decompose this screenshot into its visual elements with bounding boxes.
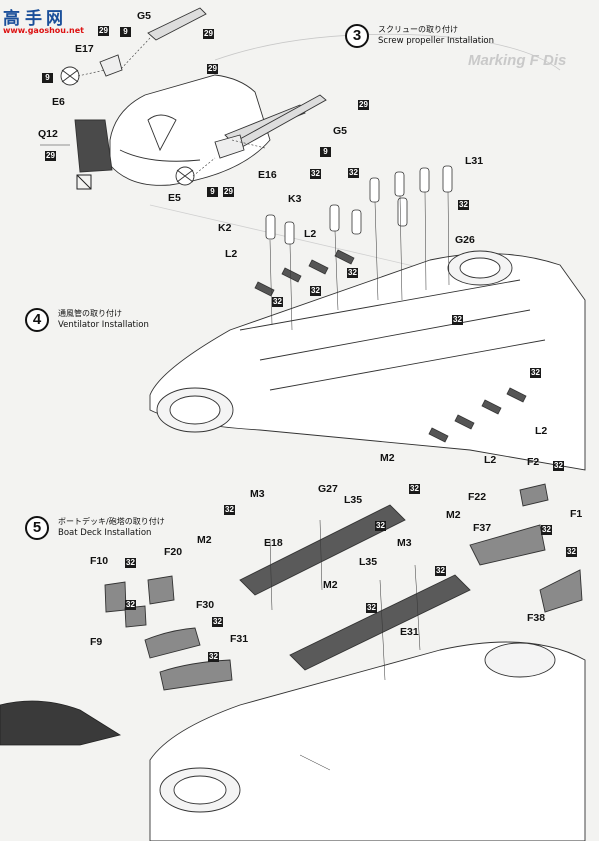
sprue-number-plate: 32 (435, 566, 446, 576)
part-label: F38 (527, 612, 546, 624)
logo-char: 高 (3, 9, 21, 29)
sprue-number-plate: 32 (541, 525, 552, 535)
part-label: E16 (258, 169, 277, 181)
sprue-number-plate: 32 (553, 461, 564, 471)
part-label: G27 (318, 483, 338, 495)
sprue-number-plate: 32 (212, 617, 223, 627)
step-3-number: 3 (345, 24, 369, 48)
part-label: K3 (288, 193, 302, 205)
sprue-number-plate: 29 (207, 64, 218, 74)
sprue-number-plate: 32 (310, 169, 321, 179)
logo-char: 网 (46, 9, 64, 29)
part-label: L35 (359, 556, 378, 568)
part-label: L2 (304, 228, 317, 240)
sprue-number-plate: 29 (223, 187, 234, 197)
boat-deck-assembly (104, 483, 586, 841)
sprue-number-plate: 32 (566, 547, 577, 557)
sprue-number-plate: 32 (366, 603, 377, 613)
part-label: F20 (164, 546, 183, 558)
sprue-number-plate: 29 (98, 26, 109, 36)
part-label: M2 (323, 579, 338, 591)
logo-char: 手 (25, 9, 43, 29)
step-4-title-en: Ventilator Installation (58, 320, 149, 330)
part-label: E18 (264, 537, 283, 549)
sprue-number-plate: 32 (375, 521, 386, 531)
step-4-number: 4 (25, 308, 49, 332)
part-label: F1 (570, 508, 583, 520)
part-label: E31 (400, 626, 419, 638)
part-label: M3 (250, 488, 265, 500)
sprue-number-plate: 32 (310, 286, 321, 296)
ventilator-deck (149, 250, 586, 471)
part-label: L31 (465, 155, 484, 167)
part-label: F37 (473, 522, 492, 534)
sprue-number-plate: 32 (272, 297, 283, 307)
part-label: G5 (137, 10, 152, 22)
sprue-number-plate: 9 (42, 73, 53, 83)
site-logo: 高 手 网 www.gaoshou.net (3, 4, 84, 40)
background-ghost-text: Marking F Dis (468, 52, 567, 69)
sprue-number-plate: 32 (458, 200, 469, 210)
stern-assembly (60, 7, 327, 186)
part-label: F9 (90, 636, 103, 648)
sprue-number-plate: 9 (320, 147, 331, 157)
part-label: M2 (446, 509, 461, 521)
sprue-number-plate: 32 (224, 505, 235, 515)
part-label: L2 (484, 454, 497, 466)
sprue-number-plate: 32 (530, 368, 541, 378)
sprue-number-plate: 32 (409, 484, 420, 494)
part-label: F2 (527, 456, 540, 468)
sprue-number-plate: 32 (125, 558, 136, 568)
sprue-number-plate: 29 (358, 100, 369, 110)
part-label: F10 (90, 555, 109, 567)
step-5-number: 5 (25, 516, 49, 540)
part-label: F30 (196, 599, 215, 611)
sprue-number-plate: 29 (45, 151, 56, 161)
part-label: E6 (52, 96, 65, 108)
part-label: L2 (535, 425, 548, 437)
part-label: K2 (218, 222, 232, 234)
part-label: M2 (197, 534, 212, 546)
part-label: L2 (225, 248, 238, 260)
part-label: G26 (455, 234, 475, 246)
part-label: E17 (75, 43, 94, 55)
part-label: F31 (230, 633, 249, 645)
part-label: G5 (333, 125, 348, 137)
part-label: M3 (397, 537, 412, 549)
sprue-number-plate: 32 (125, 600, 136, 610)
sprue-number-plate: 9 (207, 187, 218, 197)
step-4-title-jp: 通風管の取り付け (58, 309, 122, 318)
sprue-number-plate: 32 (348, 168, 359, 178)
sprue-number-plate: 29 (203, 29, 214, 39)
step-3-title-jp: スクリューの取り付け (378, 25, 458, 34)
sprue-number-plate: 32 (347, 268, 358, 278)
logo-url: www.gaoshou.net (3, 26, 84, 35)
no-cement-icon (76, 174, 92, 190)
sprue-number-plate: 32 (452, 315, 463, 325)
sprue-number-plate: 9 (120, 27, 131, 37)
part-label: M2 (380, 452, 395, 464)
sprue-number-plate: 32 (208, 652, 219, 662)
part-label: Q12 (38, 128, 58, 140)
step-5-title-en: Boat Deck Installation (58, 528, 152, 538)
part-label: F22 (468, 491, 487, 503)
part-label: L35 (344, 494, 363, 506)
step-3-title-en: Screw propeller Installation (378, 36, 495, 46)
step-5-title-jp: ボートデッキ/砲塔の取り付け (58, 517, 165, 526)
part-label: E5 (168, 192, 181, 204)
